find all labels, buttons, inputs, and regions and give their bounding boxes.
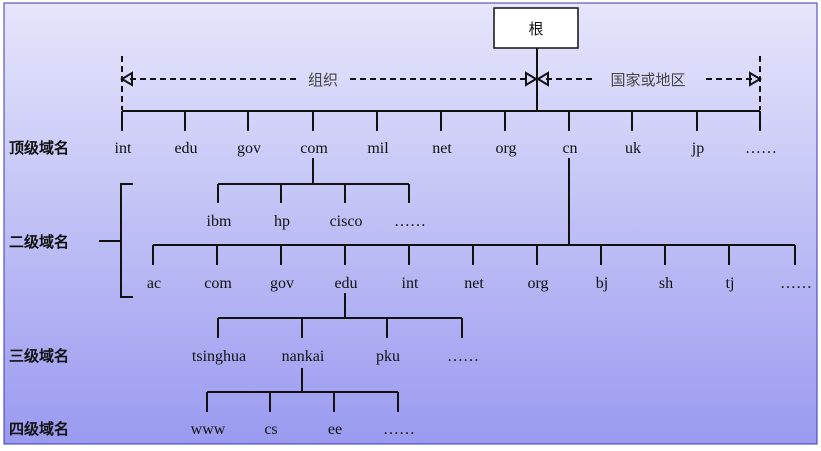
arrow-right-icon bbox=[525, 71, 538, 87]
country-range-label: 国家或地区 bbox=[610, 71, 685, 89]
range-indicators: 组织 国家或地区 bbox=[120, 56, 762, 110]
root-node: 根 bbox=[493, 7, 579, 49]
nankai-subdomain-label: …… bbox=[383, 421, 415, 438]
top-level-domain-label: …… bbox=[745, 140, 777, 157]
top-level-domain-label: jp bbox=[691, 140, 704, 157]
cn-subdomain-label: …… bbox=[780, 275, 812, 292]
top-level-domain-group: int edu gov com mil net org cn uk jp …… bbox=[115, 110, 777, 157]
top-level-domain-label: gov bbox=[237, 140, 261, 157]
cn-subdomain-label: org bbox=[527, 275, 548, 292]
cn-subdomain-label: com bbox=[204, 275, 232, 292]
com-subdomain-label: ibm bbox=[207, 213, 232, 230]
cn-subdomain-group: ac com gov edu int net org bj sh tj …… bbox=[147, 244, 812, 292]
top-level-domain-label: net bbox=[432, 140, 452, 157]
com-subdomain-label: …… bbox=[394, 213, 426, 230]
edu-subdomain-label: tsinghua bbox=[192, 348, 246, 365]
arrow-left-icon bbox=[120, 71, 133, 87]
level-label-second: 二级域名 bbox=[9, 233, 69, 251]
com-subdomain-label: hp bbox=[274, 213, 290, 230]
cn-subdomain-label: bj bbox=[596, 275, 608, 292]
nankai-subdomain-label: ee bbox=[328, 421, 342, 438]
top-level-domain-label: int bbox=[115, 140, 132, 157]
arrow-right-icon bbox=[749, 71, 762, 87]
diagram-background bbox=[3, 2, 818, 445]
arrow-left-icon bbox=[536, 71, 549, 87]
top-level-domain-label: edu bbox=[174, 140, 197, 157]
nankai-subdomain-group: www cs ee …… bbox=[191, 391, 415, 438]
com-subdomain-group: ibm hp cisco …… bbox=[207, 183, 426, 230]
edu-subdomain-label: nankai bbox=[282, 348, 325, 365]
cn-subdomain-label: edu bbox=[334, 275, 357, 292]
top-level-domain-label: mil bbox=[367, 140, 389, 157]
cn-subdomain-label: tj bbox=[726, 275, 735, 292]
org-range-label: 组织 bbox=[308, 71, 338, 89]
root-label: 根 bbox=[528, 20, 543, 38]
level-label-third: 三级域名 bbox=[9, 347, 69, 365]
cn-subdomain-label: ac bbox=[147, 275, 161, 292]
nankai-subdomain-label: www bbox=[191, 421, 226, 438]
top-level-domain-label: com bbox=[300, 140, 328, 157]
level-label-fourth: 四级域名 bbox=[9, 420, 69, 438]
edu-subdomain-label: …… bbox=[447, 348, 479, 365]
top-level-domain-label: cn bbox=[562, 140, 577, 157]
edu-subdomain-group: tsinghua nankai pku …… bbox=[192, 317, 479, 365]
cn-subdomain-label: sh bbox=[659, 275, 673, 292]
edu-subdomain-label: pku bbox=[376, 348, 400, 365]
nankai-subdomain-label: cs bbox=[264, 421, 277, 438]
top-level-domain-label: org bbox=[495, 140, 516, 157]
cn-subdomain-label: net bbox=[464, 275, 484, 292]
com-subdomain-label: cisco bbox=[330, 213, 363, 230]
cn-subdomain-label: int bbox=[402, 275, 419, 292]
level-label-top: 顶级域名 bbox=[9, 139, 69, 157]
top-level-domain-label: uk bbox=[625, 140, 641, 157]
cn-subdomain-label: gov bbox=[270, 275, 294, 292]
